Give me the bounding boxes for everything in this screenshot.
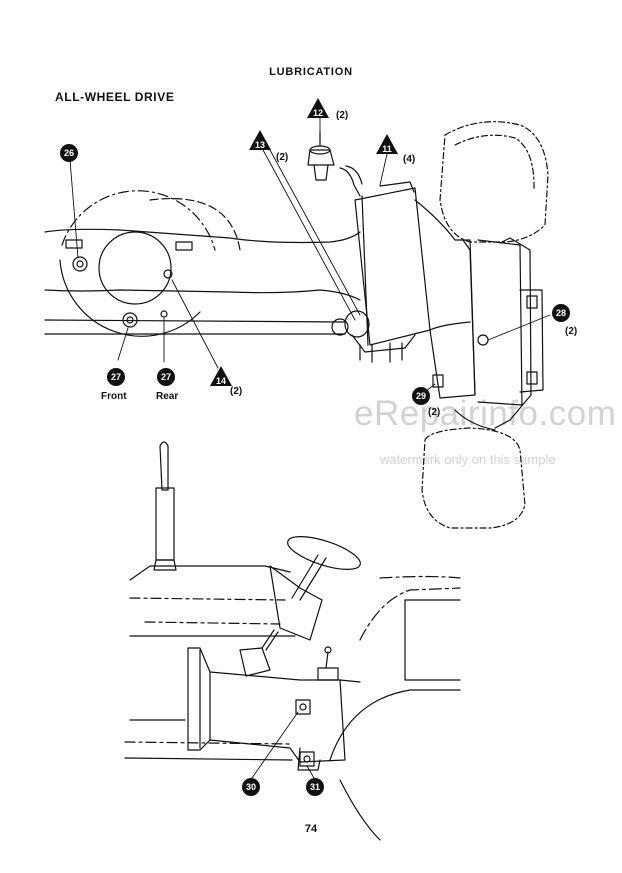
steering-knuckle: [307, 131, 489, 399]
svg-text:30: 30: [246, 782, 256, 792]
callout-26: 26: [60, 144, 78, 162]
svg-text:27: 27: [161, 372, 171, 382]
callout-13: 13: [249, 130, 271, 150]
svg-text:31: 31: [310, 782, 320, 792]
svg-text:11: 11: [382, 144, 392, 154]
callout-12: 12: [307, 98, 329, 118]
svg-text:26: 26: [64, 148, 74, 158]
front-axle-housing: [44, 190, 370, 338]
svg-text:14: 14: [216, 376, 226, 386]
callout-11-qty: (4): [403, 154, 416, 165]
callout-11: 11: [376, 134, 398, 154]
callout-28: 28: [552, 304, 570, 322]
callout-27-rear: 27: [157, 368, 175, 386]
callout-31: 31: [306, 778, 324, 796]
callout-14-qty: (2): [230, 386, 243, 397]
callout-27-front: 27: [107, 368, 125, 386]
page-title: LUBRICATION: [269, 66, 353, 78]
front-tire: [421, 121, 549, 529]
caption-rear: Rear: [156, 391, 179, 402]
callout-29: 29: [412, 387, 430, 405]
callout-30: 30: [242, 778, 260, 796]
svg-text:12: 12: [313, 108, 323, 118]
caption-front: Front: [101, 391, 127, 402]
watermark-text: eRepairinfo.com: [354, 394, 617, 433]
svg-text:13: 13: [255, 140, 265, 150]
leader-lines-bottom: [251, 711, 315, 779]
section-subtitle: ALL-WHEEL DRIVE: [55, 90, 175, 104]
leader-lines-top: [69, 117, 551, 393]
callout-29-qty: (2): [428, 407, 441, 418]
svg-text:29: 29: [416, 391, 426, 401]
svg-text:28: 28: [556, 308, 566, 318]
wheel-rim: [432, 237, 544, 431]
callout-28-qty: (2): [565, 326, 578, 337]
page-number: 74: [304, 823, 318, 835]
callout-13-qty: (2): [276, 152, 289, 163]
callout-12-qty: (2): [336, 110, 349, 121]
svg-text:27: 27: [111, 372, 121, 382]
callout-14: 14: [210, 366, 232, 386]
tractor-body: [124, 441, 461, 841]
